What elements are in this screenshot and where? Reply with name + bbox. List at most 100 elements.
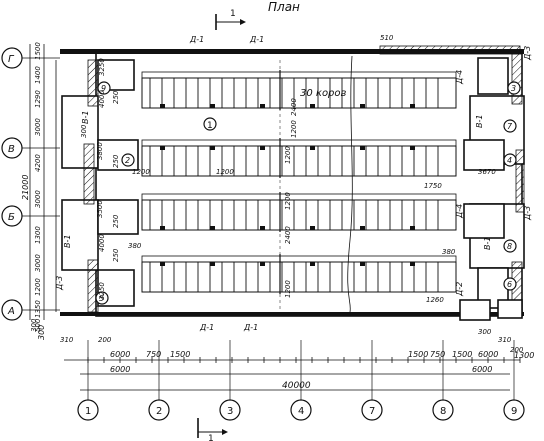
stall-row — [141, 70, 457, 110]
dim-misc-label: 250 — [112, 154, 120, 168]
room-circle-number: 5 — [99, 294, 104, 303]
dim-misc-label: 200 — [510, 346, 524, 354]
room-circle-ring — [503, 153, 517, 167]
stall-block — [141, 145, 457, 177]
axis-bubble-3: 3 — [219, 340, 241, 421]
section-mark-top: 1 — [215, 9, 246, 30]
stall-post — [410, 262, 415, 266]
stall-post — [210, 146, 215, 150]
stall-post — [210, 104, 215, 108]
axis-circle — [1, 137, 23, 159]
dim-bottom-row1: 750 — [146, 350, 161, 359]
axis-number: 4 — [298, 406, 304, 417]
axis-circle — [1, 47, 23, 69]
dim-misc-label: 2400 — [290, 98, 298, 116]
axis-number: 8 — [440, 406, 446, 417]
dim-bottom-row1: 6000 — [110, 350, 130, 359]
dim-misc-label: 310 — [498, 336, 512, 344]
stall-block — [141, 261, 457, 293]
stall-post — [410, 226, 415, 230]
axis-bubble-Б: Б — [1, 205, 60, 227]
stall-post — [260, 226, 265, 230]
dim-left-outer: 1300 — [34, 226, 42, 244]
dim-left-outer: 4200 — [34, 154, 42, 172]
stall-block — [141, 199, 457, 231]
axis-bubble-2: 2 — [148, 340, 170, 421]
dim-misc-label: 1200 — [284, 146, 292, 164]
axis-circle — [219, 399, 241, 421]
dim-left-inner: 3800 — [96, 142, 104, 160]
label-d2-right: Д-2 — [455, 282, 464, 297]
axis-circle — [290, 399, 312, 421]
label-d4-right-top: Д-4 — [455, 70, 464, 85]
stall-post — [360, 104, 365, 108]
axis-letter: В — [8, 144, 15, 155]
label-v1-right-mid: В-1 — [483, 237, 492, 250]
label-d3-left: Д-3 — [55, 276, 64, 291]
room-circle-number: 7 — [507, 122, 513, 131]
dim-left-outer: 1500 — [34, 42, 42, 60]
feed-trough — [141, 255, 457, 263]
stall-row — [141, 192, 457, 232]
dim-left-outer: 3000 — [34, 254, 42, 272]
dim-misc-label: 2400 — [284, 226, 292, 244]
room-circle-2: 2 — [121, 153, 135, 167]
axis-bubble-Г: Г — [1, 47, 60, 69]
dim-left-total: 21000 — [21, 175, 30, 200]
dim-left-outer: 500 — [34, 318, 42, 332]
dim-misc-label: 380 — [128, 242, 142, 250]
dim-misc-label: 200 — [98, 336, 112, 344]
dim-misc-label: 1200 — [132, 168, 150, 176]
dims-left: 1500140012903000420030001300300012001350… — [21, 42, 106, 332]
stall-post — [410, 146, 415, 150]
stall-post — [310, 104, 315, 108]
stall-rows — [141, 70, 457, 294]
stall-post — [260, 146, 265, 150]
dim-left-inner: 300 — [80, 124, 88, 138]
room-circle-5: 5 — [95, 291, 109, 305]
room-circle-ring — [503, 239, 517, 253]
label-d4-right: Д-4 — [455, 204, 464, 219]
room-circle-9: 9 — [97, 81, 111, 95]
feed-trough — [141, 193, 457, 201]
axis-bubble-1: 1 — [77, 340, 99, 421]
dim-misc-label: 3670 — [478, 168, 496, 176]
room-circle-6: 6 — [503, 277, 517, 291]
dim-bottom-total: 40000 — [282, 381, 311, 391]
dim-left-inner: 3250 — [98, 58, 106, 76]
axis-circle — [148, 399, 170, 421]
dim-misc-label: 300 — [478, 328, 492, 336]
room-circle-3: 3 — [507, 81, 521, 95]
stall-post — [360, 262, 365, 266]
room-label-cows: 30 коров — [300, 88, 347, 99]
axis-number: 7 — [369, 406, 375, 417]
stall-post — [310, 262, 315, 266]
axis-number: 2 — [156, 406, 162, 417]
axis-letter: А — [7, 306, 15, 317]
dim-left-outer: 1350 — [34, 300, 42, 318]
dim-misc-label: 1200 — [216, 168, 234, 176]
label-d1-bottom2: Д-1 — [243, 323, 258, 332]
dim-left-outer: 3000 — [34, 118, 42, 136]
dim-left-inner: 3500 — [96, 200, 104, 218]
stall-post — [210, 226, 215, 230]
room-number-1: 1 — [203, 117, 217, 131]
svg-text:1: 1 — [208, 434, 214, 441]
room-circle-ring — [95, 291, 109, 305]
axis-bubble-А: А — [1, 299, 60, 321]
stall-row — [141, 138, 457, 178]
dim-bottom-row2: 6000 — [472, 365, 492, 374]
dim-misc-label: 380 — [442, 248, 456, 256]
dim-left-outer: 1400 — [34, 66, 42, 84]
label-d3-right: Д-3 — [523, 206, 532, 221]
axis-circle — [361, 399, 383, 421]
room-circle-ring — [503, 277, 517, 291]
dim-bottom-row1: 6000 — [478, 350, 498, 359]
center-passage — [279, 55, 353, 313]
stall-post — [260, 104, 265, 108]
room-circle-7: 7 — [503, 119, 517, 133]
room-circle-ring — [121, 153, 135, 167]
